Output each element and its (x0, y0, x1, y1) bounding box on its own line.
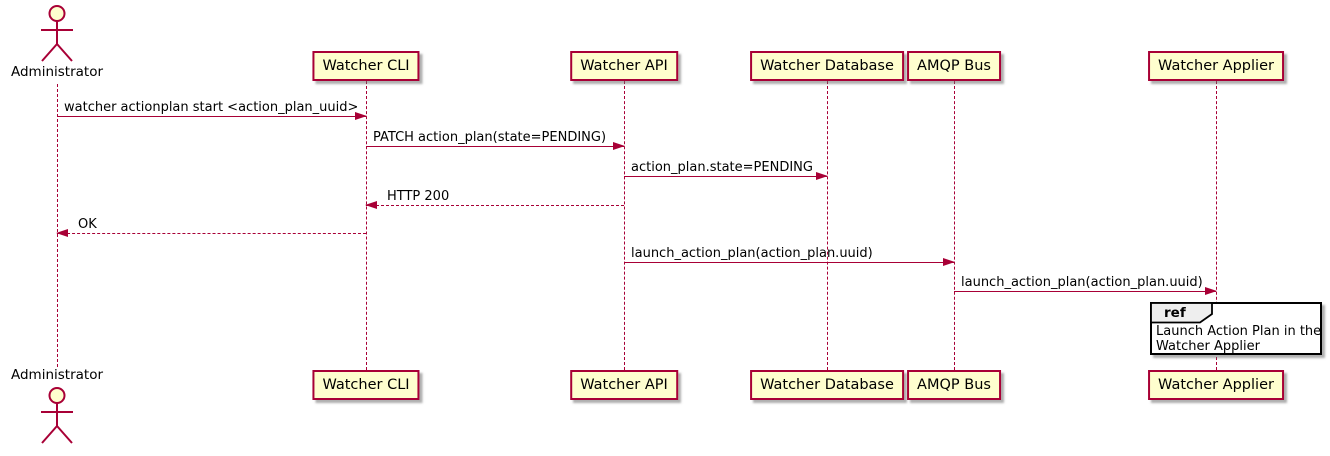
message-launch-action-plan-applier: launch_action_plan(action_plan.uuid) (954, 275, 1217, 295)
lifeline-amqp-bus (954, 81, 955, 370)
participant-watcher-applier-top: Watcher Applier (1148, 51, 1284, 81)
ref-body-line1: Launch Action Plan in the (1156, 324, 1322, 339)
participant-amqp-bus-top: AMQP Bus (907, 51, 1001, 81)
participant-watcher-applier-bottom: Watcher Applier (1148, 370, 1284, 400)
ref-header-pentagon (1150, 302, 1213, 324)
ref-fragment: ref Launch Action Plan in the Watcher Ap… (1150, 302, 1322, 355)
arrowhead-icon (365, 201, 377, 209)
participant-watcher-api-bottom: Watcher API (570, 370, 678, 400)
participant-watcher-database-top: Watcher Database (750, 51, 904, 81)
message-label: launch_action_plan(action_plan.uuid) (631, 246, 873, 261)
message-line (57, 233, 366, 234)
message-http-200: HTTP 200 (365, 189, 624, 209)
lifeline-watcher-database (827, 81, 828, 370)
message-line (57, 116, 366, 117)
arrowhead-icon (816, 172, 828, 180)
actor-icon (41, 387, 73, 444)
participant-watcher-database-bottom: Watcher Database (750, 370, 904, 400)
message-line (624, 262, 954, 263)
message-line (366, 205, 624, 206)
ref-body-line2: Watcher Applier (1156, 339, 1260, 354)
participant-watcher-api-top: Watcher API (570, 51, 678, 81)
message-launch-action-plan-bus: launch_action_plan(action_plan.uuid) (624, 246, 955, 266)
arrowhead-icon (943, 258, 955, 266)
actor-label-administrator-top: Administrator (10, 64, 104, 80)
lifeline-administrator (57, 84, 58, 367)
message-line (954, 291, 1216, 292)
arrowhead-icon (355, 112, 367, 120)
message-label: HTTP 200 (387, 189, 450, 204)
message-label: watcher actionplan start <action_plan_uu… (64, 100, 359, 115)
message-line (366, 146, 624, 147)
arrowhead-icon (613, 142, 625, 150)
participant-watcher-cli-bottom: Watcher CLI (312, 370, 420, 400)
participant-watcher-cli-top: Watcher CLI (312, 51, 420, 81)
actor-label-administrator-bottom: Administrator (10, 367, 104, 383)
ref-keyword: ref (1164, 305, 1186, 321)
lifeline-watcher-applier (1216, 81, 1217, 370)
actor-icon (41, 5, 73, 62)
arrowhead-icon (56, 229, 68, 237)
message-label: PATCH action_plan(state=PENDING) (373, 130, 607, 145)
message-label: OK (78, 217, 97, 232)
message-start-actionplan: watcher actionplan start <action_plan_uu… (57, 100, 367, 120)
participant-amqp-bus-bottom: AMQP Bus (907, 370, 1001, 400)
message-line (624, 176, 827, 177)
arrowhead-icon (1205, 287, 1217, 295)
message-state-pending: action_plan.state=PENDING (624, 160, 828, 180)
lifeline-watcher-api (624, 81, 625, 370)
ref-body: Launch Action Plan in the Watcher Applie… (1156, 324, 1321, 354)
message-label: launch_action_plan(action_plan.uuid) (961, 275, 1203, 290)
message-patch-action-plan: PATCH action_plan(state=PENDING) (366, 130, 625, 150)
message-ok: OK (56, 217, 366, 237)
message-label: action_plan.state=PENDING (631, 160, 813, 175)
lifeline-watcher-cli (366, 81, 367, 370)
